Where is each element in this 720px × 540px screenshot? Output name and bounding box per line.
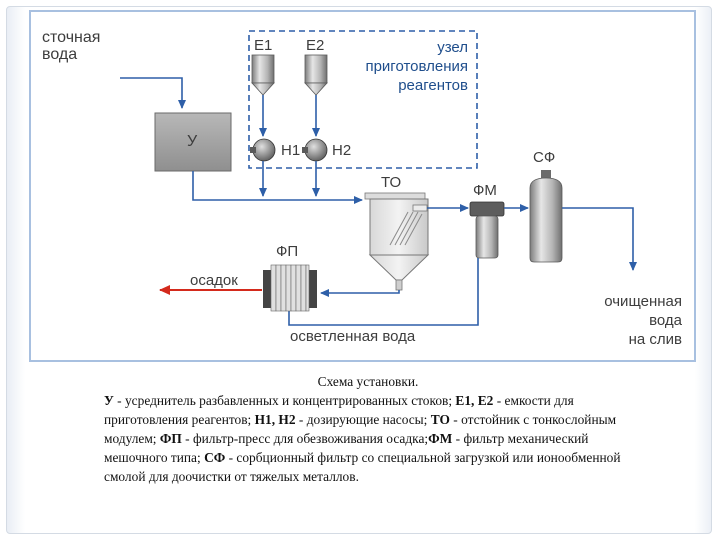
caption-term: Н1, Н2 — [254, 412, 296, 427]
caption-term: СФ — [204, 450, 226, 465]
u-label: У — [187, 133, 198, 150]
reagent-tank-e2 — [304, 54, 328, 96]
sludge-line — [320, 289, 400, 297]
settler-to — [364, 192, 430, 291]
to-label: ТО — [381, 174, 402, 191]
caption-term: ФМ — [428, 431, 453, 446]
dosing-pump-n2 — [302, 138, 328, 162]
clarified-return-line — [288, 258, 479, 326]
purified-water-label: очищенная вода на слив — [604, 293, 682, 348]
caption-term: ТО — [430, 412, 450, 427]
bag-filter-fm — [469, 201, 505, 259]
diagram-frame — [29, 10, 696, 362]
reagent-unit-label: узел приготовления реагентов — [365, 39, 468, 94]
caption-text: - емкости для приготовления реагентов; — [104, 393, 574, 427]
sf-outflow-line — [562, 207, 637, 271]
reagent-tank-e1 — [251, 54, 275, 96]
u-to-settler-line — [192, 171, 363, 204]
caption-term: У — [104, 393, 114, 408]
equalizer-tank — [154, 112, 232, 172]
clarified-water-label: осветленная вода — [290, 328, 416, 345]
figure-caption: Схема установки. У - усреднитель разбавл… — [100, 372, 636, 512]
sorption-filter-sf — [529, 170, 563, 263]
filter-press-fp — [263, 264, 317, 312]
caption-term: ФП — [159, 431, 182, 446]
n1-label: Н1 — [281, 142, 301, 159]
e1-label: Е1 — [254, 37, 273, 54]
reagent-unit-boundary — [248, 30, 478, 169]
source-water-label: сточная вода — [42, 29, 101, 63]
caption-text: - фильтр механический мешочного типа; — [104, 431, 589, 465]
dosing-pump-n1 — [250, 138, 276, 162]
caption-term: Е1, Е2 — [455, 393, 494, 408]
caption-title: Схема установки. — [317, 374, 419, 389]
sediment-label: осадок — [190, 272, 238, 289]
inflow-line — [120, 77, 186, 109]
caption-text: - фильтр-пресс для обезвоживания осадка; — [181, 431, 429, 446]
e2-label: Е2 — [306, 37, 325, 54]
fp-label: ФП — [276, 243, 299, 260]
caption-body: У - усреднитель разбавленных и концентри… — [100, 391, 636, 486]
caption-text: - дозирующие насосы; — [295, 412, 431, 427]
caption-text: - сорбционный фильтр со специальной загр… — [104, 450, 621, 484]
caption-text: - отстойник с тонкослойным модулем; — [104, 412, 617, 446]
sf-label: СФ — [533, 149, 556, 166]
caption-text: - усреднитель разбавленных и концентриро… — [113, 393, 456, 408]
n2-label: Н2 — [332, 142, 352, 159]
fm-label: ФМ — [473, 182, 497, 199]
